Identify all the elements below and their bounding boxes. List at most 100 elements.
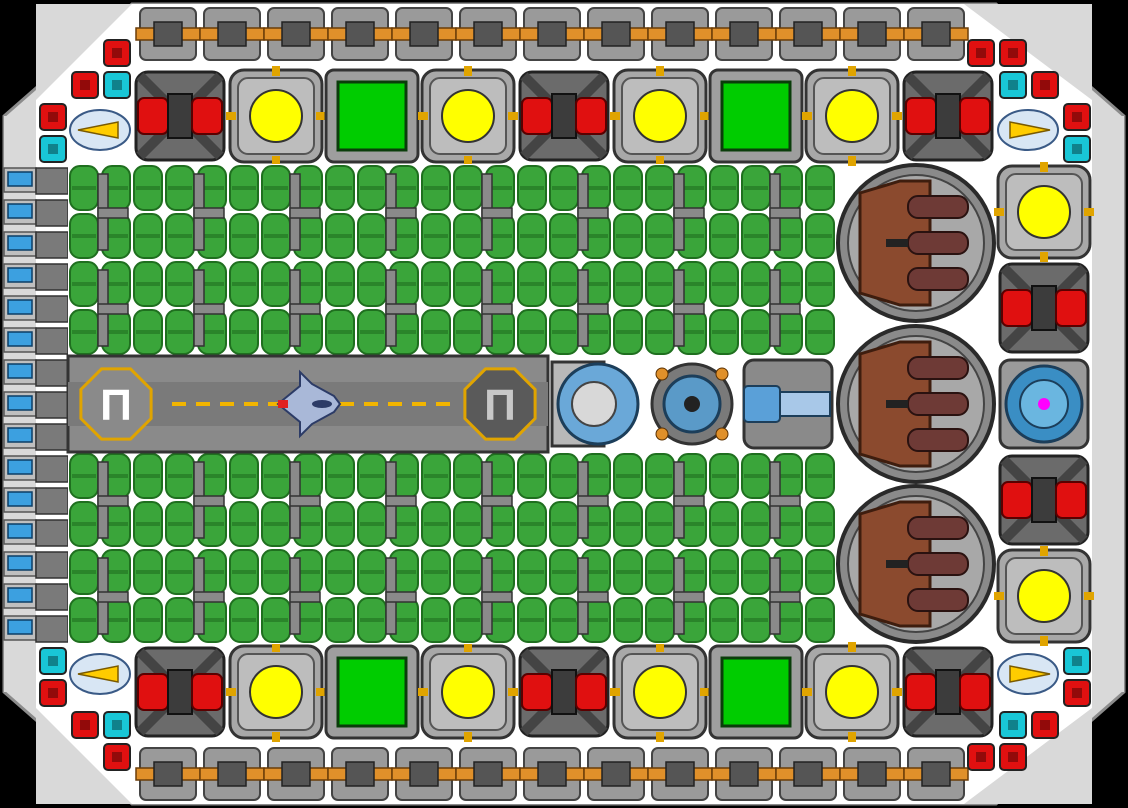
screen-panel-icon[interactable]	[324, 68, 420, 164]
weapon-rail-top[interactable]	[391, 7, 457, 61]
docking-clamp[interactable]	[550, 360, 640, 448]
reactor-icon[interactable]	[610, 642, 710, 742]
weapon-rail-bottom[interactable]	[519, 747, 585, 801]
reactor-icon[interactable]	[226, 66, 326, 166]
weapon-rail-top[interactable]	[775, 7, 841, 61]
cannon-icon[interactable]	[902, 646, 994, 738]
reactor-icon[interactable]	[994, 162, 1094, 262]
docking-port[interactable]	[3, 359, 69, 387]
control-module-button[interactable]	[1063, 679, 1091, 707]
docking-port[interactable]	[3, 263, 69, 291]
weapon-rail-bottom[interactable]	[263, 747, 329, 801]
drill-module[interactable]	[742, 358, 834, 450]
control-module-button[interactable]	[103, 39, 131, 67]
docking-port[interactable]	[3, 199, 69, 227]
turret-icon[interactable]	[836, 324, 996, 484]
docking-port[interactable]	[3, 327, 69, 355]
reactor-icon[interactable]	[418, 66, 518, 166]
screen-panel-icon[interactable]	[708, 68, 804, 164]
thruster-icon[interactable]	[69, 109, 131, 151]
turret-icon[interactable]	[836, 484, 996, 644]
weapon-rail-bottom[interactable]	[583, 747, 649, 801]
pipe-band	[200, 234, 224, 238]
docking-port[interactable]	[3, 295, 69, 323]
thruster-icon[interactable]	[997, 653, 1059, 695]
docking-port[interactable]	[3, 487, 69, 515]
control-module-button[interactable]	[999, 39, 1027, 67]
weapon-rail-top[interactable]	[647, 7, 713, 61]
cannon-icon[interactable]	[998, 262, 1090, 354]
control-module-button[interactable]	[39, 679, 67, 707]
control-module-button[interactable]	[999, 711, 1027, 739]
docking-port[interactable]	[3, 455, 69, 483]
weapon-rail-top[interactable]	[263, 7, 329, 61]
weapon-rail-bottom[interactable]	[135, 747, 201, 801]
cannon-icon[interactable]	[998, 454, 1090, 546]
control-module-button[interactable]	[1063, 103, 1091, 131]
helipad-icon[interactable]: Π	[463, 367, 537, 441]
weapon-rail-bottom[interactable]	[903, 747, 969, 801]
control-module-button[interactable]	[103, 711, 131, 739]
docking-port[interactable]	[3, 391, 69, 419]
weapon-rail-top[interactable]	[903, 7, 969, 61]
cannon-icon[interactable]	[134, 70, 226, 162]
cannon-icon[interactable]	[518, 646, 610, 738]
reactor-icon[interactable]	[802, 642, 902, 742]
control-module-button[interactable]	[103, 743, 131, 771]
docking-port[interactable]	[3, 423, 69, 451]
weapon-rail-top[interactable]	[711, 7, 777, 61]
control-module-button[interactable]	[39, 103, 67, 131]
weapon-rail-bottom[interactable]	[455, 747, 521, 801]
weapon-rail-top[interactable]	[327, 7, 393, 61]
weapon-rail-bottom[interactable]	[199, 747, 265, 801]
thruster-icon[interactable]	[69, 653, 131, 695]
control-module-button[interactable]	[71, 71, 99, 99]
helipad-icon[interactable]: Π	[79, 367, 153, 441]
weapon-rail-top[interactable]	[135, 7, 201, 61]
docking-port[interactable]	[3, 519, 69, 547]
control-module-button[interactable]	[999, 743, 1027, 771]
control-module-button[interactable]	[103, 71, 131, 99]
docking-port[interactable]	[3, 583, 69, 611]
control-module-button[interactable]	[39, 135, 67, 163]
control-module-button[interactable]	[39, 647, 67, 675]
fighter-ship-icon[interactable]	[276, 369, 342, 439]
cannon-icon[interactable]	[134, 646, 226, 738]
control-module-button[interactable]	[1063, 647, 1091, 675]
docking-port[interactable]	[3, 167, 69, 195]
weapon-rail-top[interactable]	[199, 7, 265, 61]
control-module-button[interactable]	[967, 743, 995, 771]
screen-panel-icon[interactable]	[324, 644, 420, 740]
weapon-rail-top[interactable]	[519, 7, 585, 61]
reactor-icon[interactable]	[802, 66, 902, 166]
weapon-rail-bottom[interactable]	[711, 747, 777, 801]
weapon-rail-top[interactable]	[583, 7, 649, 61]
weapon-rail-bottom[interactable]	[775, 747, 841, 801]
cannon-icon[interactable]	[518, 70, 610, 162]
screen-panel-icon[interactable]	[708, 644, 804, 740]
control-module-button[interactable]	[1031, 711, 1059, 739]
thruster-icon[interactable]	[997, 109, 1059, 151]
reactor-icon[interactable]	[418, 642, 518, 742]
weapon-rail-top[interactable]	[455, 7, 521, 61]
reactor-icon[interactable]	[226, 642, 326, 742]
control-module-button[interactable]	[1031, 71, 1059, 99]
docking-port[interactable]	[3, 231, 69, 259]
control-module-button[interactable]	[999, 71, 1027, 99]
control-module-button[interactable]	[967, 39, 995, 67]
docking-port[interactable]	[3, 551, 69, 579]
reactor-core-module[interactable]	[650, 362, 734, 446]
docking-port[interactable]	[3, 615, 69, 643]
turret-icon[interactable]	[836, 163, 996, 323]
control-module-button[interactable]	[71, 711, 99, 739]
weapon-rail-bottom[interactable]	[391, 747, 457, 801]
reactor-icon[interactable]	[994, 546, 1094, 646]
reactor-icon[interactable]	[610, 66, 710, 166]
weapon-rail-bottom[interactable]	[839, 747, 905, 801]
control-module-button[interactable]	[1063, 135, 1091, 163]
weapon-rail-bottom[interactable]	[327, 747, 393, 801]
weapon-rail-bottom[interactable]	[647, 747, 713, 801]
weapon-rail-top[interactable]	[839, 7, 905, 61]
shield-core-icon[interactable]	[998, 358, 1090, 450]
cannon-icon[interactable]	[902, 70, 994, 162]
